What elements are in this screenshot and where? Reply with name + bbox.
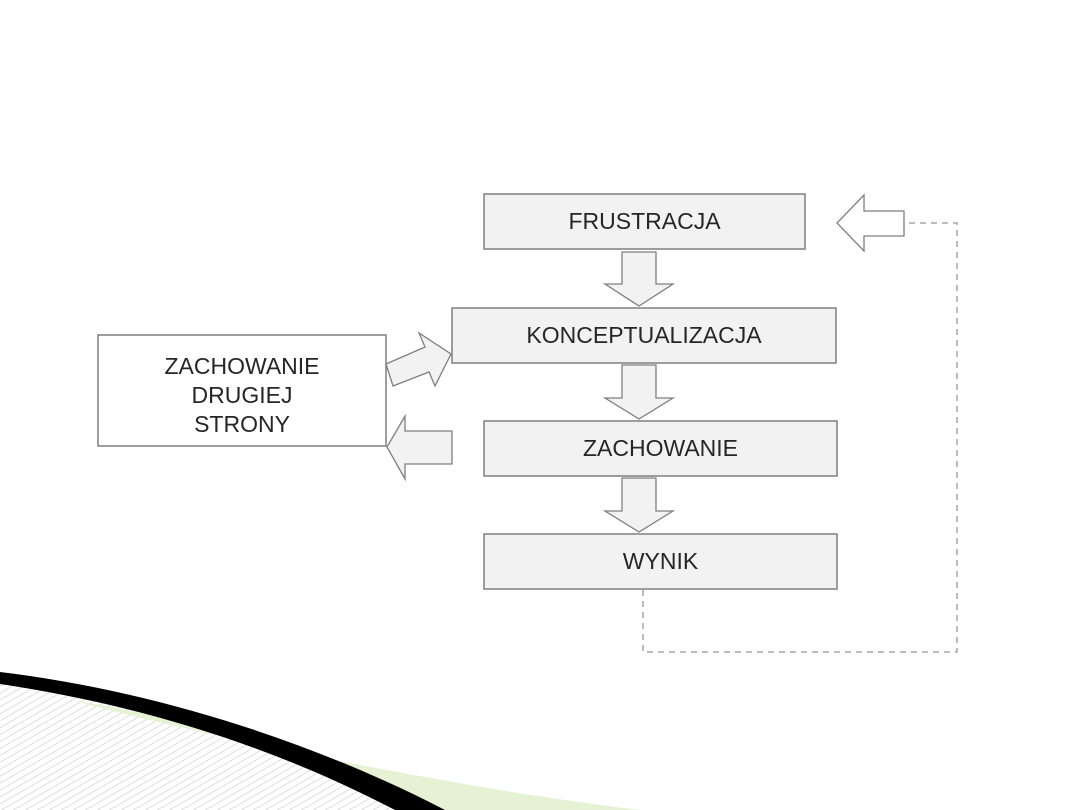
node-frustracja-box <box>483 193 806 250</box>
arrow-zachowanie-to-other-party <box>386 413 453 482</box>
node-other-party-line3: STRONY <box>194 411 290 437</box>
feedback-loop-dashed-line <box>642 222 958 653</box>
node-wynik-box <box>483 533 838 590</box>
arrow-other-party-to-konceptualizacja <box>385 331 452 388</box>
arrow-frustracja-to-konceptualizacja <box>602 251 676 307</box>
node-wynik: WYNIK <box>483 533 838 590</box>
node-konceptualizacja-label: KONCEPTUALIZACJA <box>526 322 762 348</box>
node-zachowanie-box <box>483 420 838 477</box>
arrow-feedback-to-frustracja <box>836 193 905 253</box>
node-other-party-line1: ZACHOWANIE <box>164 353 319 379</box>
node-zachowanie-label: ZACHOWANIE <box>583 435 738 461</box>
node-frustracja-label: FRUSTRACJA <box>568 208 721 234</box>
node-other-party-line2: DRUGIEJ <box>192 382 293 408</box>
node-wynik-label: WYNIK <box>623 548 699 574</box>
node-konceptualizacja-box <box>451 307 837 364</box>
node-konceptualizacja: KONCEPTUALIZACJA <box>451 307 837 364</box>
node-other-party-box <box>97 334 387 447</box>
node-other-party: ZACHOWANIE DRUGIEJ STRONY <box>97 334 387 447</box>
arrow-zachowanie-to-wynik <box>602 477 676 533</box>
node-zachowanie: ZACHOWANIE <box>483 420 838 477</box>
decor-dark-band <box>0 672 445 810</box>
decor-green-band <box>70 700 640 810</box>
node-frustracja: FRUSTRACJA <box>483 193 806 250</box>
decor-swoosh <box>0 672 640 810</box>
arrow-konceptualizacja-to-zachowanie <box>602 364 676 420</box>
